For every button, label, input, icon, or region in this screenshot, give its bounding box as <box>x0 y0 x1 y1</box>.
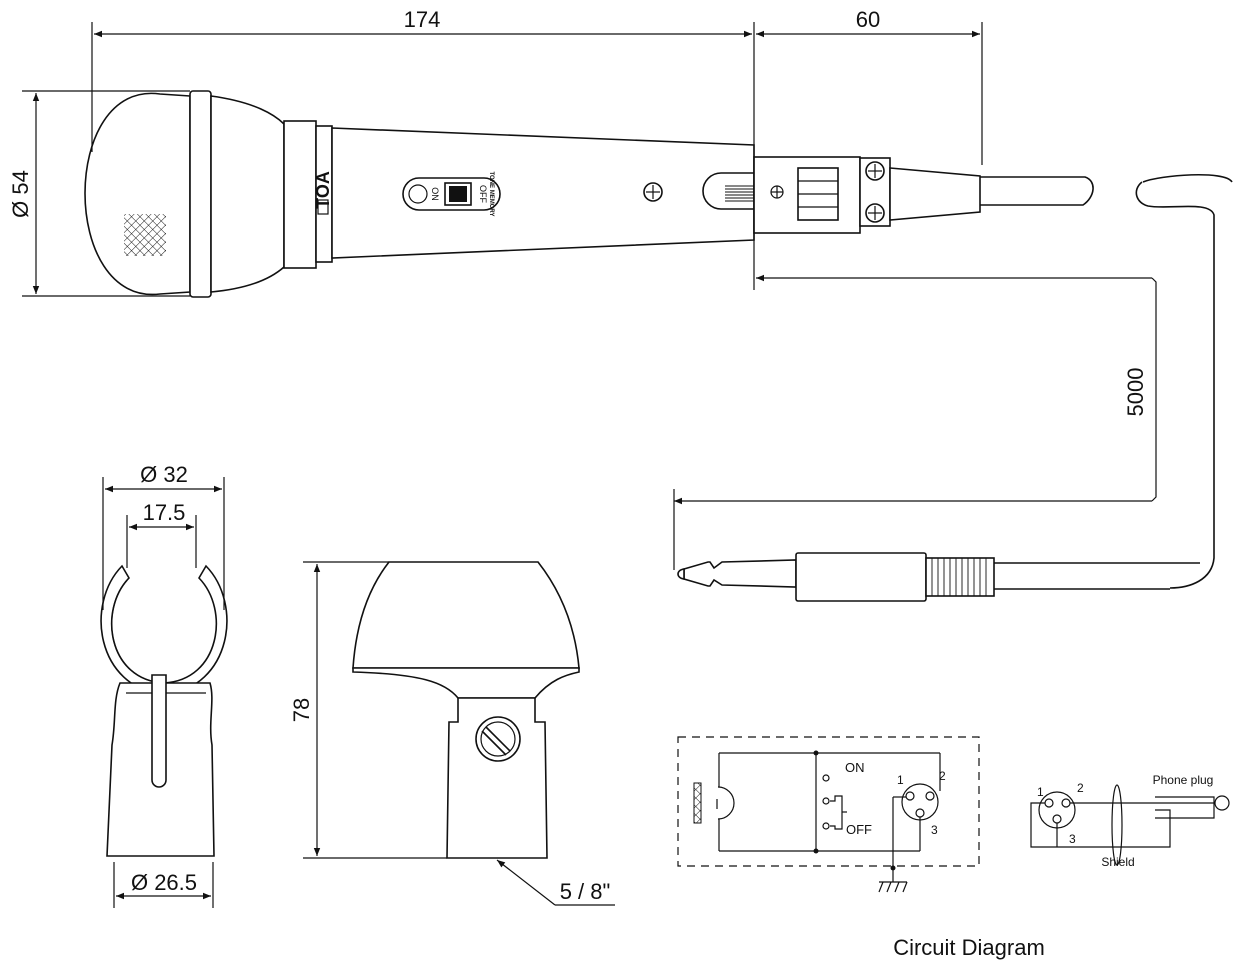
svg-text:2: 2 <box>939 769 946 783</box>
on-off-switch: ON OFF TONE MEMORY <box>402 171 501 217</box>
connector-length-label: 60 <box>856 7 880 32</box>
phone-plug-label: Phone plug <box>1153 773 1214 787</box>
mic-length-label: 174 <box>404 7 441 32</box>
microphone-side-view: TOA ON OFF TONE MEMORY <box>84 90 1233 602</box>
ground-icon <box>878 881 908 893</box>
holder-cup <box>352 561 580 669</box>
svg-text:TONE MEMORY: TONE MEMORY <box>488 171 494 216</box>
svg-text:3: 3 <box>1069 832 1076 846</box>
holder-side-view: 78 5 / 8" <box>289 561 615 906</box>
svg-text:ON: ON <box>430 187 440 201</box>
circuit-diagram-title: Circuit Diagram <box>893 935 1045 960</box>
svg-text:2: 2 <box>1077 781 1084 795</box>
circuit-switch-icon <box>822 774 847 830</box>
microphone-handle <box>331 127 755 259</box>
phone-plug-wiring <box>1030 784 1230 866</box>
xlr-connector <box>753 156 981 234</box>
holder-stem <box>446 697 548 859</box>
svg-text:3: 3 <box>931 823 938 837</box>
xlr-pin-icon <box>901 783 939 821</box>
holder-outer-diameter-label: Ø 32 <box>140 462 188 487</box>
microphone-cable <box>980 174 1233 589</box>
thread-size-label: 5 / 8" <box>560 879 611 904</box>
cable-length-label: 5000 <box>1123 368 1148 417</box>
holder-height-label: 78 <box>289 698 314 722</box>
circuit-diagram: ON OFF 1 2 3 <box>677 736 1230 960</box>
mic-dimensions: 174 60 Ø 54 5000 <box>8 7 1157 570</box>
circuit-boundary <box>677 736 980 867</box>
head-diameter-label: Ø 54 <box>8 170 33 218</box>
holder-screw-icon <box>475 716 521 762</box>
microphone-grille <box>124 214 166 256</box>
connector-slot <box>702 172 755 210</box>
shield-label: Shield <box>1101 855 1134 869</box>
svg-text:OFF: OFF <box>846 822 872 837</box>
brand-logo: TOA <box>313 171 333 209</box>
mic-capsule-icon <box>693 782 735 824</box>
svg-text:1: 1 <box>897 773 904 787</box>
svg-text:OFF: OFF <box>478 185 488 203</box>
phone-plug <box>677 552 1200 602</box>
holder-inner-width-label: 17.5 <box>143 500 186 525</box>
microphone-collar <box>283 120 317 269</box>
holder-front-view: Ø 32 17.5 Ø 26.5 <box>100 462 228 908</box>
svg-text:ON: ON <box>845 760 865 775</box>
microphone-head <box>84 92 191 295</box>
handle-screw-icon <box>643 182 663 202</box>
svg-text:1: 1 <box>1037 785 1044 799</box>
microphone-head-ring <box>189 90 212 298</box>
holder-base-diameter-label: Ø 26.5 <box>131 870 197 895</box>
